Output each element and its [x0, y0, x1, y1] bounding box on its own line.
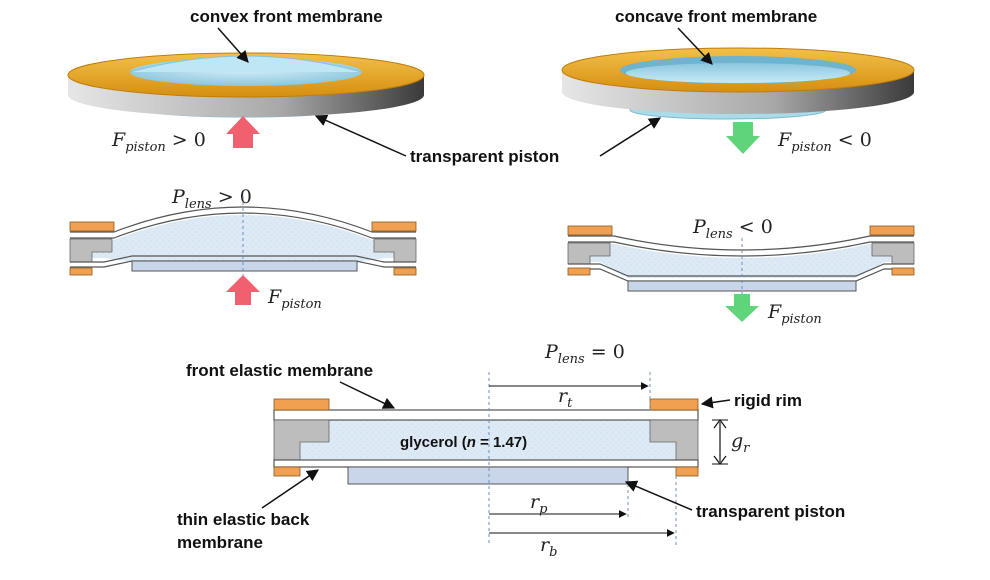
- force-down-arrow-icon: [726, 122, 760, 154]
- f-piston-label-mid-left: Fpiston: [267, 286, 322, 312]
- f-piston-label-mid-right: Fpiston: [767, 301, 822, 327]
- r-b-label: rb: [540, 534, 557, 560]
- p-lens-lt-zero-label: Plens < 0: [692, 216, 773, 242]
- p-lens-gt-zero-label: Plens > 0: [171, 186, 252, 212]
- force-up-arrow-icon: [226, 275, 260, 305]
- concave-cross-section: Plens < 0 Fpiston: [567, 216, 915, 327]
- thin-elastic-back-membrane-label-line2: membrane: [177, 533, 263, 552]
- force-down-arrow-icon: [725, 294, 759, 322]
- transparent-piston-label-top: transparent piston: [410, 147, 559, 166]
- concave-front-membrane-label: concave front membrane: [615, 7, 817, 26]
- r-t-label: rt: [558, 385, 573, 411]
- p-lens-eq-zero-label: Plens = 0: [544, 341, 625, 367]
- convex-lens-3d: [67, 52, 425, 118]
- svg-text:Fpiston < 0: Fpiston < 0: [777, 129, 872, 155]
- force-up-arrow-icon: [226, 116, 260, 148]
- convex-front-membrane-label: convex front membrane: [190, 7, 383, 26]
- f-piston-gt-zero-top: Fpiston > 0: [111, 129, 206, 155]
- transparent-piston-label-bottom: transparent piston: [696, 502, 845, 521]
- svg-text:Fpiston > 0: Fpiston > 0: [111, 129, 206, 155]
- thin-elastic-back-membrane-label-line1: thin elastic back: [177, 510, 310, 529]
- detailed-cross-section: Plens = 0 glycerol (n = 1.47) rt rp: [273, 341, 750, 560]
- concave-lens-3d: [561, 47, 915, 120]
- glycerol-label: glycerol (n = 1.47): [400, 434, 527, 451]
- g-r-label: gr: [731, 430, 750, 456]
- front-elastic-membrane-label: front elastic membrane: [186, 361, 373, 380]
- r-p-label: rp: [530, 491, 548, 517]
- convex-cross-section: Plens > 0 Fpiston: [69, 186, 417, 312]
- f-piston-lt-zero-top: Fpiston < 0: [777, 129, 872, 155]
- rigid-rim-label: rigid rim: [734, 391, 802, 410]
